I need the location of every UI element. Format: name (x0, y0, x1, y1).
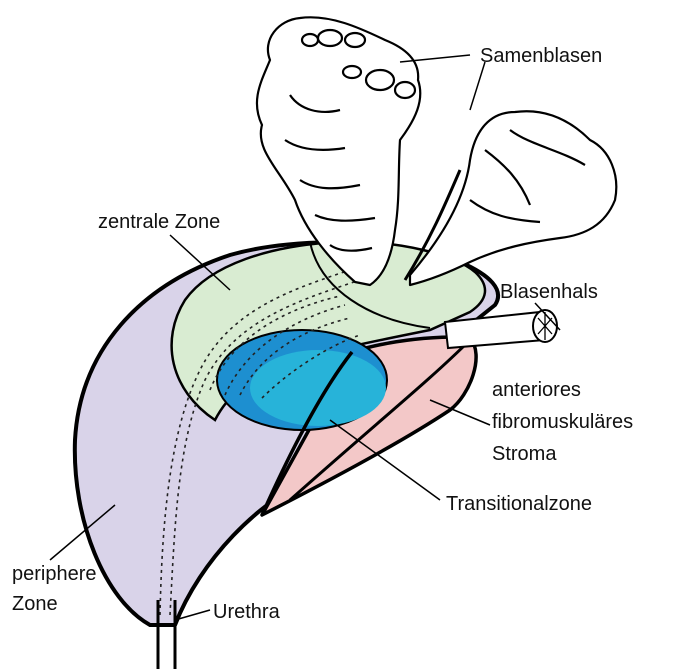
label-anteriores: anteriores (492, 378, 581, 402)
label-transitionalzone: Transitionalzone (446, 492, 592, 516)
seminal-vesicle-right (405, 111, 616, 285)
leader-samenblasen-2 (470, 62, 485, 110)
label-stroma: Stroma (492, 442, 556, 466)
label-urethra: Urethra (213, 600, 280, 624)
label-fibromuskulaeres: fibromuskuläres (492, 410, 633, 434)
label-zone: Zone (12, 592, 58, 616)
transition-zone-inner (250, 350, 386, 426)
label-samenblasen: Samenblasen (480, 44, 602, 68)
label-periphere: periphere (12, 562, 97, 586)
label-zentrale-zone: zentrale Zone (98, 210, 220, 234)
label-blasenhals: Blasenhals (500, 280, 598, 304)
